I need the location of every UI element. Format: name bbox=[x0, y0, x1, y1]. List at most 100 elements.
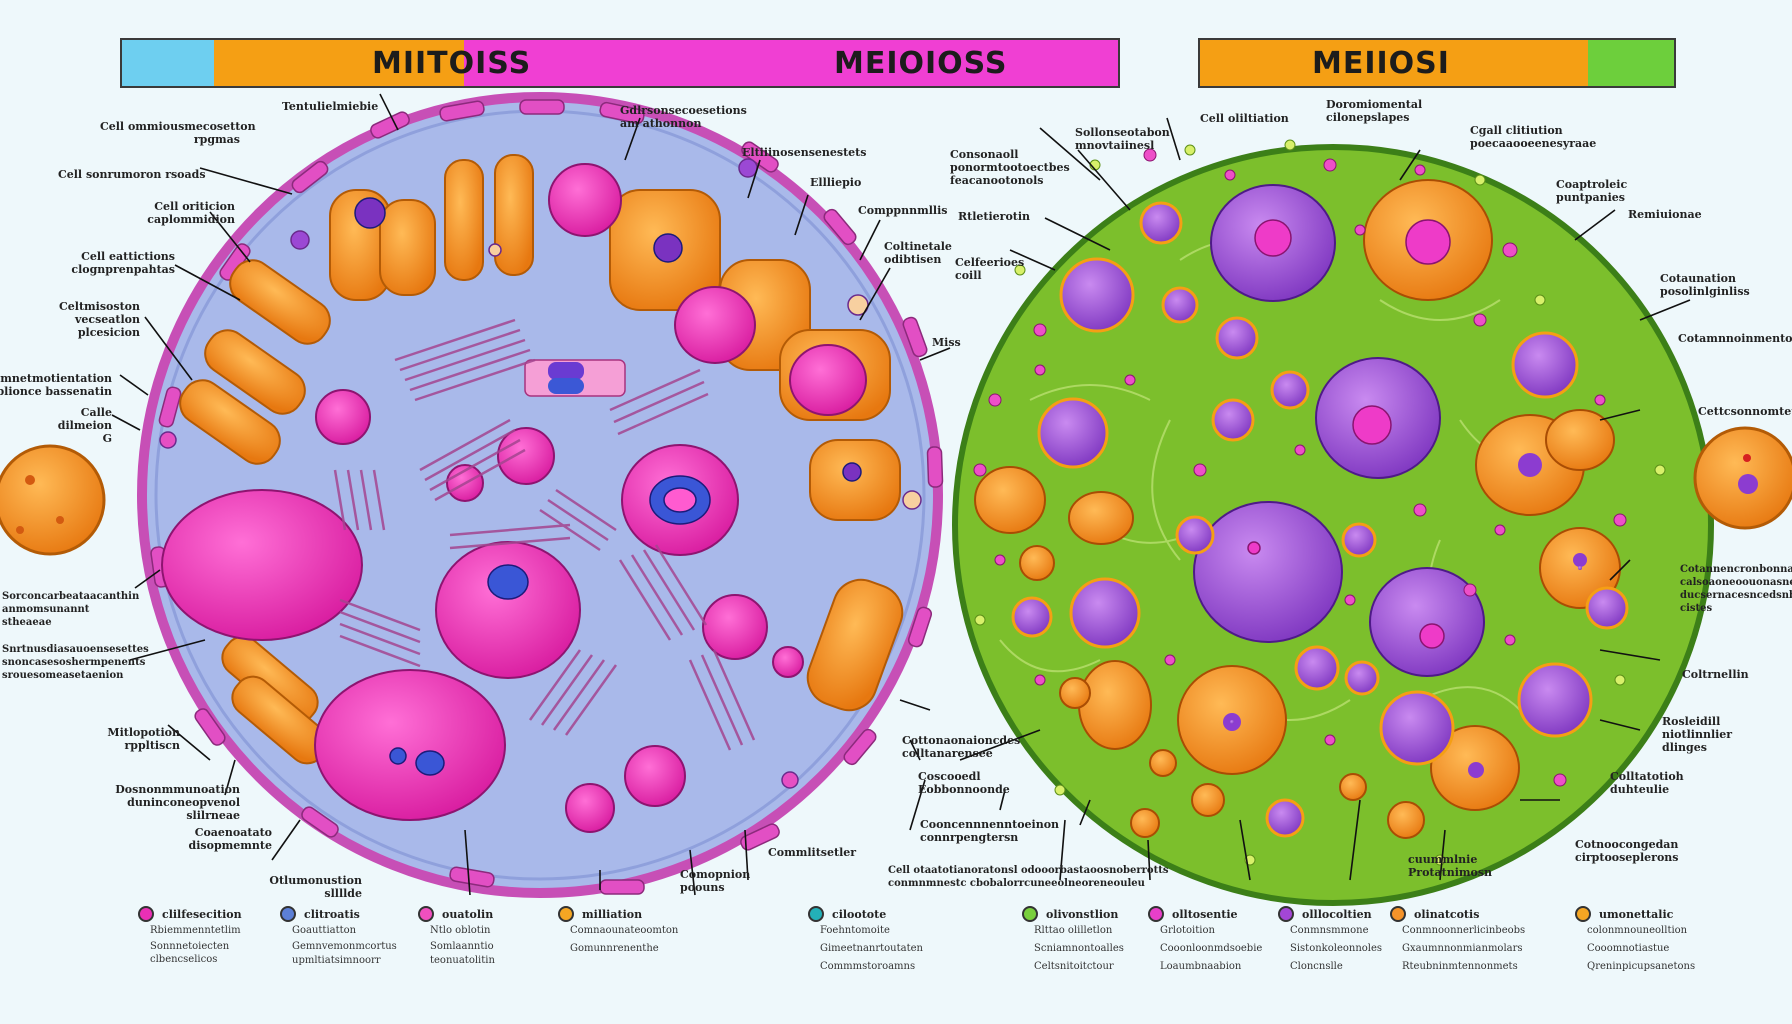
label-right-8: Coaptroleic puntpanies bbox=[1556, 178, 1628, 204]
legend-line: Gomunnrenenthe bbox=[570, 943, 659, 954]
label-left-2: Cell sonrumoron rsoads bbox=[58, 168, 206, 181]
legend-item-9: olinatcotis Conmnoonnerlicinbeobs Gxaumn… bbox=[1390, 906, 1555, 976]
label-left-7: Calle dilmeion G bbox=[57, 406, 112, 445]
label-right-15: Rosleidill niotlinnlier dlinges bbox=[1662, 715, 1733, 754]
legend-line: Rlttao olilletlon bbox=[1034, 925, 1113, 936]
legend-dot-magenta bbox=[1148, 906, 1164, 922]
legend-line: Sonnnetoiecten clbencselicos bbox=[150, 941, 230, 965]
legend-line: Goauttiatton bbox=[292, 925, 357, 936]
label-right-12: Cettcsonnomteutior bbox=[1698, 405, 1792, 418]
label-left-5: Celtmisoston vecseatlon plcesicion bbox=[59, 300, 140, 339]
legend-line: Cloncnslle bbox=[1290, 961, 1343, 972]
mitosis-cell bbox=[137, 92, 944, 898]
mitosis-banner: MIITOISS MEIOIOSS bbox=[120, 38, 1120, 88]
legend-line: colonmnouneolltion bbox=[1587, 925, 1688, 936]
label-left-1: Cell ommiousmecosetton rpgmas bbox=[100, 120, 256, 146]
legend-title: olinatcotis bbox=[1414, 907, 1480, 921]
label-right-10: Cotaunation posolinlginliss bbox=[1660, 272, 1750, 298]
legend-line: Grlotoition bbox=[1160, 925, 1215, 936]
banner-swatch-magenta bbox=[464, 40, 1118, 86]
legend: clilfesecition Rbiemmenntetlim Sonnnetoi… bbox=[0, 906, 1792, 1016]
label-top-10: Comopnion poouns bbox=[680, 868, 751, 894]
legend-dot-orange bbox=[1390, 906, 1406, 922]
legend-line: Ntlo oblotin bbox=[430, 925, 491, 936]
label-left-3: Cell oriticion caplommidion bbox=[147, 200, 235, 226]
nucleolus-set bbox=[354, 197, 862, 776]
label-left-13: Otlumonustion sllllde bbox=[269, 874, 362, 900]
legend-line: Gemnvemonmcortus upmltiatsimnoorr bbox=[292, 941, 397, 966]
legend-line: Rbiemmenntetlim bbox=[150, 925, 241, 936]
legend-title: clitroatis bbox=[304, 907, 360, 921]
legend-line: Gimeetnanrtoutaten bbox=[820, 943, 923, 954]
label-right-4: Cgall clitiution poecaaooeenesyraae bbox=[1470, 124, 1597, 150]
banner-swatch-orange bbox=[1200, 40, 1588, 86]
legend-dot-orange bbox=[558, 906, 574, 922]
meiosis-cell bbox=[952, 139, 1714, 906]
label-top-2: Gdlrsonsecoesetions am athonnon bbox=[620, 104, 747, 130]
legend-dot-purple bbox=[1278, 906, 1294, 922]
spindle-fibers bbox=[333, 318, 756, 751]
legend-line: Commmstoroamns bbox=[820, 961, 916, 972]
legend-line: Loaumbnaabion bbox=[1160, 961, 1242, 972]
meiosis-nucleoli bbox=[1247, 219, 1445, 649]
label-top-5: Comppnnmllis bbox=[858, 204, 948, 217]
meiosis-banner: MEIIOSI bbox=[1198, 38, 1676, 88]
banner-swatch-blue bbox=[122, 40, 214, 86]
legend-item-8: olllocoltien Conmnsmmone Sistonkoleonnol… bbox=[1278, 906, 1443, 976]
label-right-13: Cotannencronbonnalbe calsoaoneoouonasnen… bbox=[1680, 564, 1792, 614]
legend-dot-teal bbox=[808, 906, 824, 922]
label-right-20: Cell otaatotianoratonsl odooorbastaoosno… bbox=[888, 865, 1169, 889]
label-top-6: Coltinetale odibtisen bbox=[884, 240, 952, 266]
meiosis-large-nuclei bbox=[1193, 184, 1485, 677]
label-right-6: Rtletierotin bbox=[958, 210, 1031, 223]
mitosis-nuclei bbox=[161, 163, 867, 833]
legend-dot-green bbox=[1022, 906, 1038, 922]
label-right-17: Cotnoocongedan cirptooseplerons bbox=[1575, 838, 1679, 864]
label-right-18: cuummlnie Protatnimosn bbox=[1408, 853, 1493, 879]
label-top-1: Tentulielmiebie bbox=[282, 100, 379, 113]
meiosis-purple-cells bbox=[1011, 201, 1629, 838]
standalone-cell-right bbox=[1693, 426, 1792, 530]
legend-item-1: clilfesecition Rbiemmenntetlim Sonnnetoi… bbox=[138, 906, 303, 966]
label-left-9: Snrtnusdiasauoensesettes snoncasesosherm… bbox=[2, 644, 149, 681]
banner-swatch-orange bbox=[214, 40, 464, 86]
legend-item-2: clitroatis Goauttiatton Gemnvemonmcortus… bbox=[280, 906, 445, 968]
legend-item-7: olltosentie Grlotoition Cooonloonmdsoebi… bbox=[1148, 906, 1313, 976]
label-right-14: Coltrnellin bbox=[1682, 668, 1749, 681]
legend-title: milliation bbox=[582, 907, 643, 921]
label-right-9: Remiuionae bbox=[1628, 208, 1702, 221]
legend-item-3: ouatolin Ntlo oblotin Somlaanntio teonua… bbox=[418, 906, 583, 968]
label-right-11: Cotamnnoinmenton bbox=[1678, 332, 1792, 345]
legend-line: Gxaumnnonmianmolars bbox=[1402, 943, 1523, 954]
meiosis-banner-title: MEIIOSI bbox=[1312, 45, 1450, 81]
meiosis-orange-dots bbox=[1223, 219, 1587, 778]
meiosis-green-dots bbox=[974, 139, 1666, 866]
label-top-4: Ellliepio bbox=[810, 176, 862, 189]
legend-line: Conmnsmmone bbox=[1290, 925, 1369, 936]
label-top-8: Coscooedl Eobbonnoonde bbox=[918, 770, 1010, 796]
legend-title: olivonstlion bbox=[1046, 907, 1119, 921]
label-left-12: Coaenoatato disopmemnte bbox=[188, 826, 272, 852]
label-left-11: Dosnonmmunoation duninconeopvenol slilrn… bbox=[115, 783, 240, 822]
legend-line: Foehntomoite bbox=[820, 925, 890, 936]
label-right-3: Doromiomental cilonepslapes bbox=[1326, 98, 1423, 124]
label-top-3: Eltiiinosensenestets bbox=[742, 146, 867, 159]
label-right-7: Celfeerioes coill bbox=[955, 256, 1025, 282]
legend-title: umonettalic bbox=[1599, 907, 1674, 921]
label-top-9: Commlitsetler bbox=[768, 846, 857, 859]
standalone-cell-left bbox=[0, 444, 106, 556]
mitosis-banner-title: MIITOISS bbox=[372, 45, 532, 81]
legend-line: Scniamnontoalles bbox=[1034, 943, 1124, 954]
legend-item-10: umonettalic colonmnouneolltion Cooomnoti… bbox=[1575, 906, 1740, 976]
label-top-11: Miss bbox=[932, 336, 961, 349]
legend-line: Somlaanntio teonuatolitin bbox=[430, 941, 495, 966]
legend-line: Cooomnotiastue bbox=[1587, 943, 1670, 954]
legend-item-5: cilootote Foehntomoite Gimeetnanrtoutate… bbox=[808, 906, 973, 976]
meiosis-pink-dots bbox=[973, 148, 1627, 787]
leader-lines bbox=[111, 93, 1691, 896]
legend-line: Celtsnitoitctour bbox=[1034, 961, 1114, 972]
label-top-7: Cottonaonaioncdes colltanarensee bbox=[902, 734, 1021, 760]
legend-title: cilootote bbox=[832, 907, 887, 921]
legend-dot-orange bbox=[1575, 906, 1591, 922]
legend-line: Sistonkoleonnoles bbox=[1290, 943, 1383, 954]
